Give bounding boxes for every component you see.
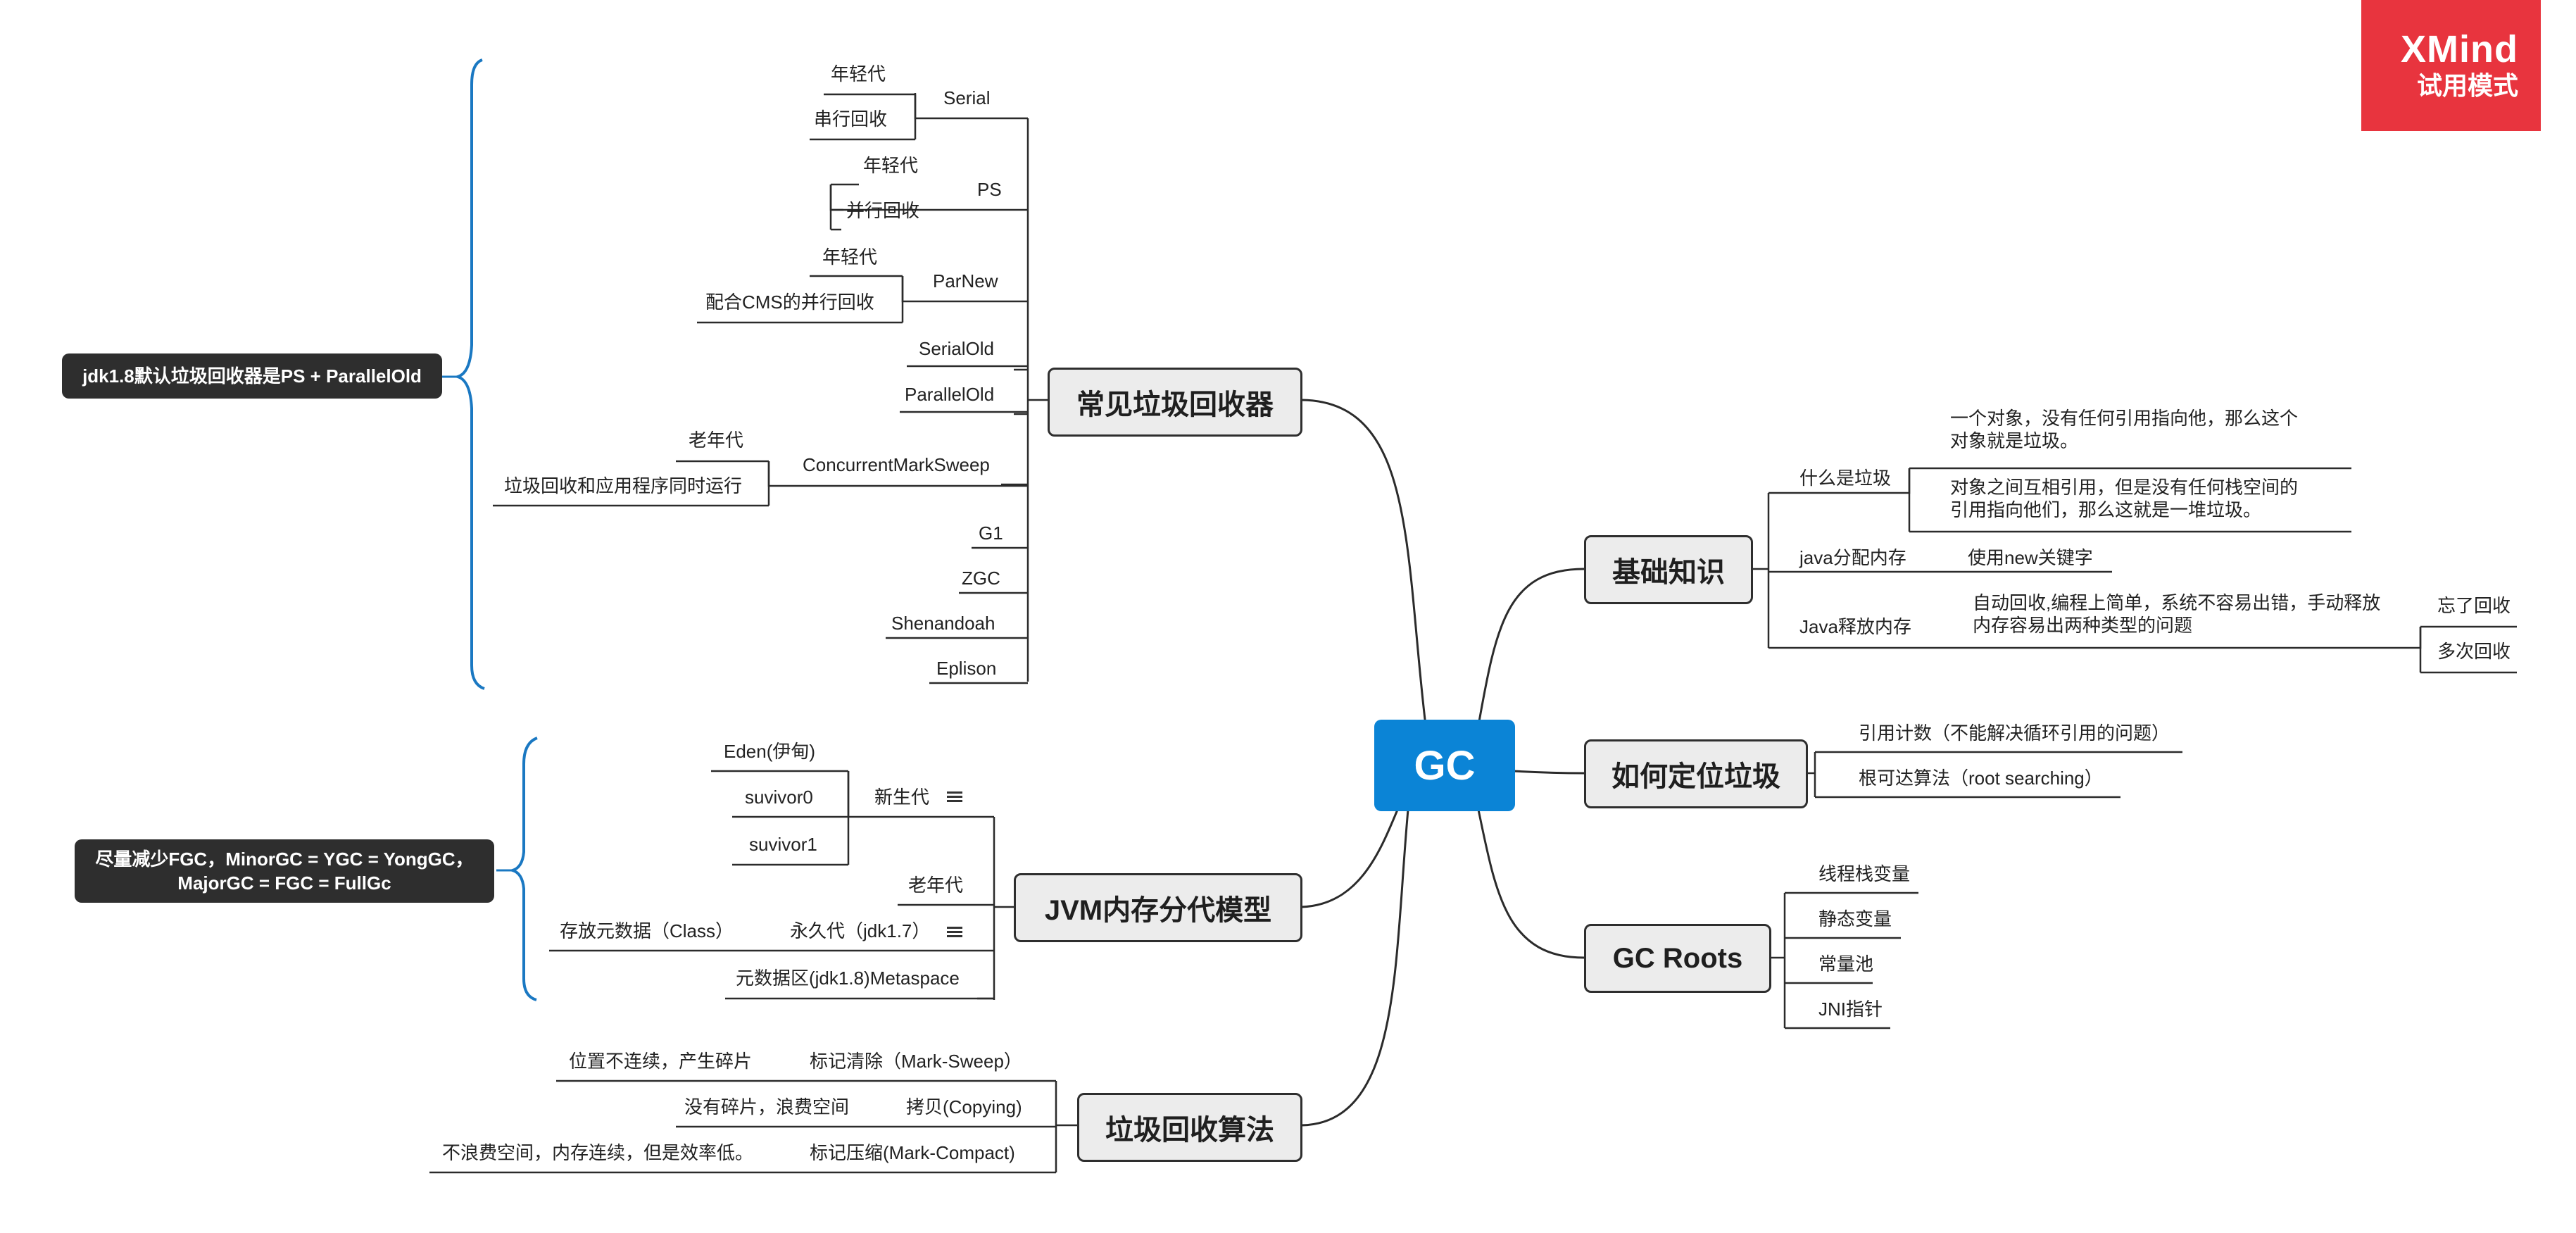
collector-shenandoah[interactable]: Shenandoah <box>891 613 995 634</box>
root-static-vars[interactable]: 静态变量 <box>1818 908 1892 930</box>
basics-java-alloc[interactable]: java分配内存 <box>1799 547 1906 568</box>
root-jni-pointer[interactable]: JNI指针 <box>1818 999 1883 1020</box>
collector-zgc[interactable]: ZGC <box>962 568 1000 589</box>
algo-mark-compact[interactable]: 标记压缩(Mark-Compact) <box>810 1142 1015 1163</box>
mem-perm-gen[interactable]: 永久代（jdk1.7） <box>790 920 931 941</box>
collector-serial[interactable]: Serial <box>943 87 991 108</box>
serial-mode[interactable]: 串行回收 <box>814 108 888 130</box>
ps-mode[interactable]: 并行回收 <box>846 200 920 221</box>
central-topic[interactable]: GC <box>1374 720 1515 811</box>
topic-memory-model[interactable]: JVM内存分代模型 <box>1014 873 1302 942</box>
parnew-mode[interactable]: 配合CMS的并行回收 <box>705 292 874 313</box>
collector-parallelold[interactable]: ParallelOld <box>905 384 995 405</box>
trial-mode-text: 试用模式 <box>2416 71 2518 100</box>
mem-eden[interactable]: Eden(伊甸) <box>724 741 816 762</box>
algo-mark-sweep[interactable]: 标记清除（Mark-Sweep） <box>810 1051 1022 1072</box>
ps-young-gen[interactable]: 年轻代 <box>863 155 919 176</box>
serial-young-gen[interactable]: 年轻代 <box>831 63 886 85</box>
collector-g1[interactable]: G1 <box>979 522 1003 544</box>
mem-perm-note[interactable]: 存放元数据（Class） <box>560 920 734 941</box>
basics-java-free[interactable]: Java释放内存 <box>1799 616 1911 637</box>
basics-forget-free[interactable]: 忘了回收 <box>2437 595 2511 616</box>
topic-collectors[interactable]: 常见垃圾回收器 <box>1048 368 1302 437</box>
topic-gc-roots[interactable]: GC Roots <box>1584 924 1771 993</box>
summary-fgc[interactable]: 尽量减少FGC，MinorGC = YGC = YongGC， MajorGC … <box>75 839 494 903</box>
note-icon[interactable] <box>947 791 962 803</box>
collector-parnew[interactable]: ParNew <box>933 270 998 292</box>
xmind-trial-badge: XMind 试用模式 <box>2361 0 2541 131</box>
collector-ps[interactable]: PS <box>977 179 1002 200</box>
locate-root-searching[interactable]: 根可达算法（root searching） <box>1859 768 2103 789</box>
root-thread-stack[interactable]: 线程栈变量 <box>1818 863 1911 884</box>
mem-survivor1[interactable]: suvivor1 <box>749 834 817 855</box>
basics-multi-free[interactable]: 多次回收 <box>2437 641 2511 662</box>
parnew-young-gen[interactable]: 年轻代 <box>822 246 878 268</box>
algo-mark-compact-note[interactable]: 不浪费空间，内存连续，但是效率低。 <box>442 1142 754 1163</box>
root-constant-pool[interactable]: 常量池 <box>1818 953 1874 975</box>
collector-cms[interactable]: ConcurrentMarkSweep <box>803 454 990 475</box>
basics-alloc-new[interactable]: 使用new关键字 <box>1968 547 2093 568</box>
summary-default-collector[interactable]: jdk1.8默认垃圾回收器是PS + ParallelOld <box>62 353 442 399</box>
basics-what-detail-2[interactable]: 对象之间互相引用，但是没有任何栈空间的引用指向他们，那么这就是一堆垃圾。 <box>1950 477 2299 520</box>
mem-young-gen[interactable]: 新生代 <box>874 787 930 808</box>
locate-ref-count[interactable]: 引用计数（不能解决循环引用的问题） <box>1859 722 2170 744</box>
mem-old-gen[interactable]: 老年代 <box>908 875 964 896</box>
xmind-logo-text: XMind <box>2401 28 2518 70</box>
collector-epsilon[interactable]: Eplison <box>936 658 997 679</box>
algo-copying[interactable]: 拷贝(Copying) <box>906 1096 1022 1118</box>
algo-copying-note[interactable]: 没有碎片，浪费空间 <box>684 1096 850 1118</box>
note-icon[interactable] <box>947 927 962 938</box>
basics-free-detail[interactable]: 自动回收,编程上简单，系统不容易出错，手动释放内存容易出两种类型的问题 <box>1973 592 2381 636</box>
topic-locate-garbage[interactable]: 如何定位垃圾 <box>1584 739 1808 808</box>
topic-basics[interactable]: 基础知识 <box>1584 535 1753 604</box>
mem-survivor0[interactable]: suvivor0 <box>745 787 813 808</box>
cms-mode[interactable]: 垃圾回收和应用程序同时运行 <box>504 475 743 496</box>
mem-metaspace[interactable]: 元数据区(jdk1.8)Metaspace <box>736 968 960 989</box>
cms-old-gen[interactable]: 老年代 <box>689 430 744 451</box>
topic-gc-algorithms[interactable]: 垃圾回收算法 <box>1077 1093 1302 1162</box>
algo-mark-sweep-note[interactable]: 位置不连续，产生碎片 <box>569 1051 753 1072</box>
basics-what-detail-1[interactable]: 一个对象，没有任何引用指向他，那么这个对象就是垃圾。 <box>1950 408 2299 451</box>
basics-what-is-garbage[interactable]: 什么是垃圾 <box>1799 468 1892 489</box>
collector-serialold[interactable]: SerialOld <box>919 338 994 359</box>
